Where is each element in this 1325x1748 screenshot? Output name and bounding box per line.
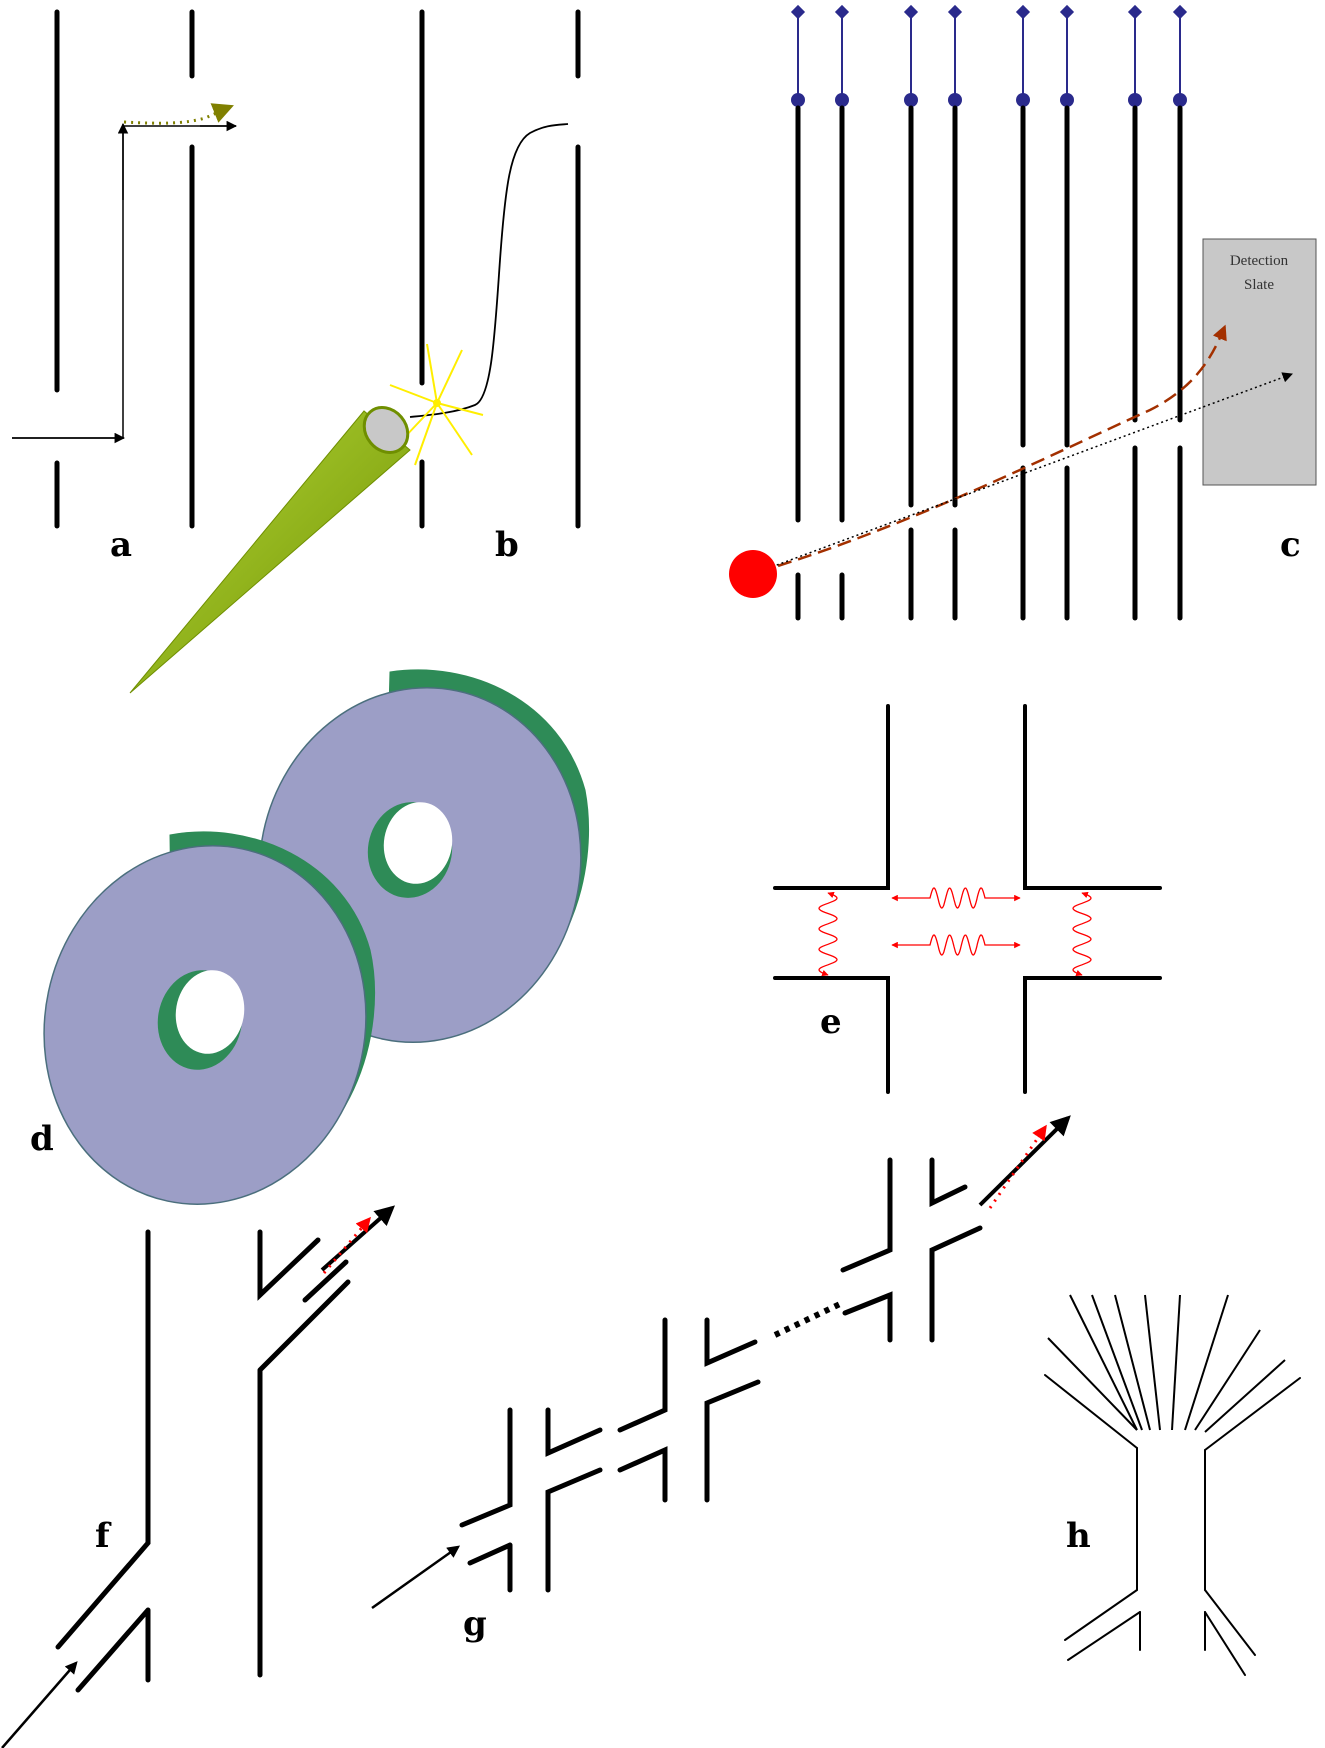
wall-line bbox=[1205, 1612, 1245, 1675]
slate-label-line2: Slate bbox=[1244, 277, 1274, 293]
wall-line bbox=[620, 1320, 665, 1430]
electrode-diamond bbox=[1128, 5, 1142, 19]
entry-arrow bbox=[2, 1663, 76, 1748]
panel-f: f bbox=[2, 1208, 392, 1748]
wave-vertical bbox=[1073, 893, 1091, 975]
panel-label-e: e bbox=[820, 1002, 842, 1042]
wall-line bbox=[58, 1232, 148, 1647]
electrode-diamond bbox=[1173, 5, 1187, 19]
wall-line bbox=[1068, 1612, 1140, 1660]
wave-horizontal bbox=[892, 888, 1020, 908]
electrode-diamond bbox=[1016, 5, 1030, 19]
wall-line bbox=[78, 1610, 148, 1690]
electrode-array bbox=[791, 5, 1187, 618]
panel-label-d: d bbox=[30, 1119, 54, 1159]
electrode-node bbox=[1016, 93, 1030, 107]
electrode-node bbox=[835, 93, 849, 107]
trajectory-curve bbox=[410, 124, 568, 417]
wall-line bbox=[260, 1232, 318, 1295]
electrode-node bbox=[1060, 93, 1074, 107]
electrode-node bbox=[948, 93, 962, 107]
panel-label-b: b bbox=[495, 525, 519, 565]
panel-e: e bbox=[775, 706, 1160, 1092]
wall-line bbox=[843, 1160, 890, 1270]
panel-h: h bbox=[1045, 1295, 1300, 1675]
fan-lines bbox=[1048, 1295, 1285, 1432]
wall-line bbox=[932, 1228, 980, 1340]
panel-label-f: f bbox=[95, 1516, 112, 1556]
wall-line bbox=[775, 706, 888, 888]
particle-source bbox=[729, 550, 777, 598]
wall-line bbox=[1025, 978, 1160, 1092]
slate-label-line1: Detection bbox=[1230, 253, 1289, 269]
wall-line bbox=[620, 1450, 665, 1500]
panel-b: b bbox=[130, 12, 578, 693]
panel-c: Detection Slate c bbox=[729, 5, 1316, 618]
wall-line bbox=[470, 1545, 510, 1590]
curved-trajectory-arrow bbox=[758, 326, 1225, 572]
radiation-waves bbox=[819, 888, 1091, 975]
wall-line bbox=[1025, 706, 1160, 888]
wall-line bbox=[707, 1382, 758, 1500]
electrode-node bbox=[1128, 93, 1142, 107]
wall-line bbox=[707, 1320, 755, 1363]
electrode-diamond bbox=[904, 5, 918, 19]
electrode-diamond bbox=[1060, 5, 1074, 19]
electrode-node bbox=[904, 93, 918, 107]
electrode-diamond bbox=[948, 5, 962, 19]
wave-vertical bbox=[819, 893, 837, 975]
exit-arrow bbox=[980, 1118, 1068, 1205]
red-dotted-arrow bbox=[990, 1126, 1046, 1208]
panel-d: d bbox=[11, 658, 613, 1235]
path-arrow bbox=[12, 126, 236, 438]
panel-a: a bbox=[12, 12, 236, 565]
wall-line bbox=[1045, 1375, 1137, 1448]
wall-line bbox=[932, 1160, 965, 1203]
electrode-node bbox=[1173, 93, 1187, 107]
electrode-diamond bbox=[835, 5, 849, 19]
panel-label-h: h bbox=[1066, 1516, 1091, 1556]
wall-line bbox=[260, 1282, 348, 1675]
electrode-node bbox=[791, 93, 805, 107]
panel-g: g bbox=[372, 1118, 1068, 1644]
entry-arrow bbox=[372, 1547, 458, 1608]
wall-line bbox=[548, 1470, 600, 1590]
detection-slate bbox=[1203, 239, 1316, 485]
probe-cone bbox=[130, 411, 410, 693]
wall-line bbox=[548, 1410, 600, 1453]
wall-line bbox=[462, 1410, 510, 1525]
wave-horizontal bbox=[892, 935, 1020, 955]
electrode-diamond bbox=[791, 5, 805, 19]
continuation-dots bbox=[775, 1304, 840, 1335]
panel-label-c: c bbox=[1280, 525, 1301, 565]
olive-dotted-arrow bbox=[124, 106, 232, 123]
wall-line bbox=[845, 1295, 890, 1340]
panel-label-a: a bbox=[110, 525, 132, 565]
exit-arrow bbox=[322, 1208, 392, 1270]
wall-line bbox=[1065, 1590, 1137, 1640]
panel-label-g: g bbox=[463, 1604, 487, 1644]
